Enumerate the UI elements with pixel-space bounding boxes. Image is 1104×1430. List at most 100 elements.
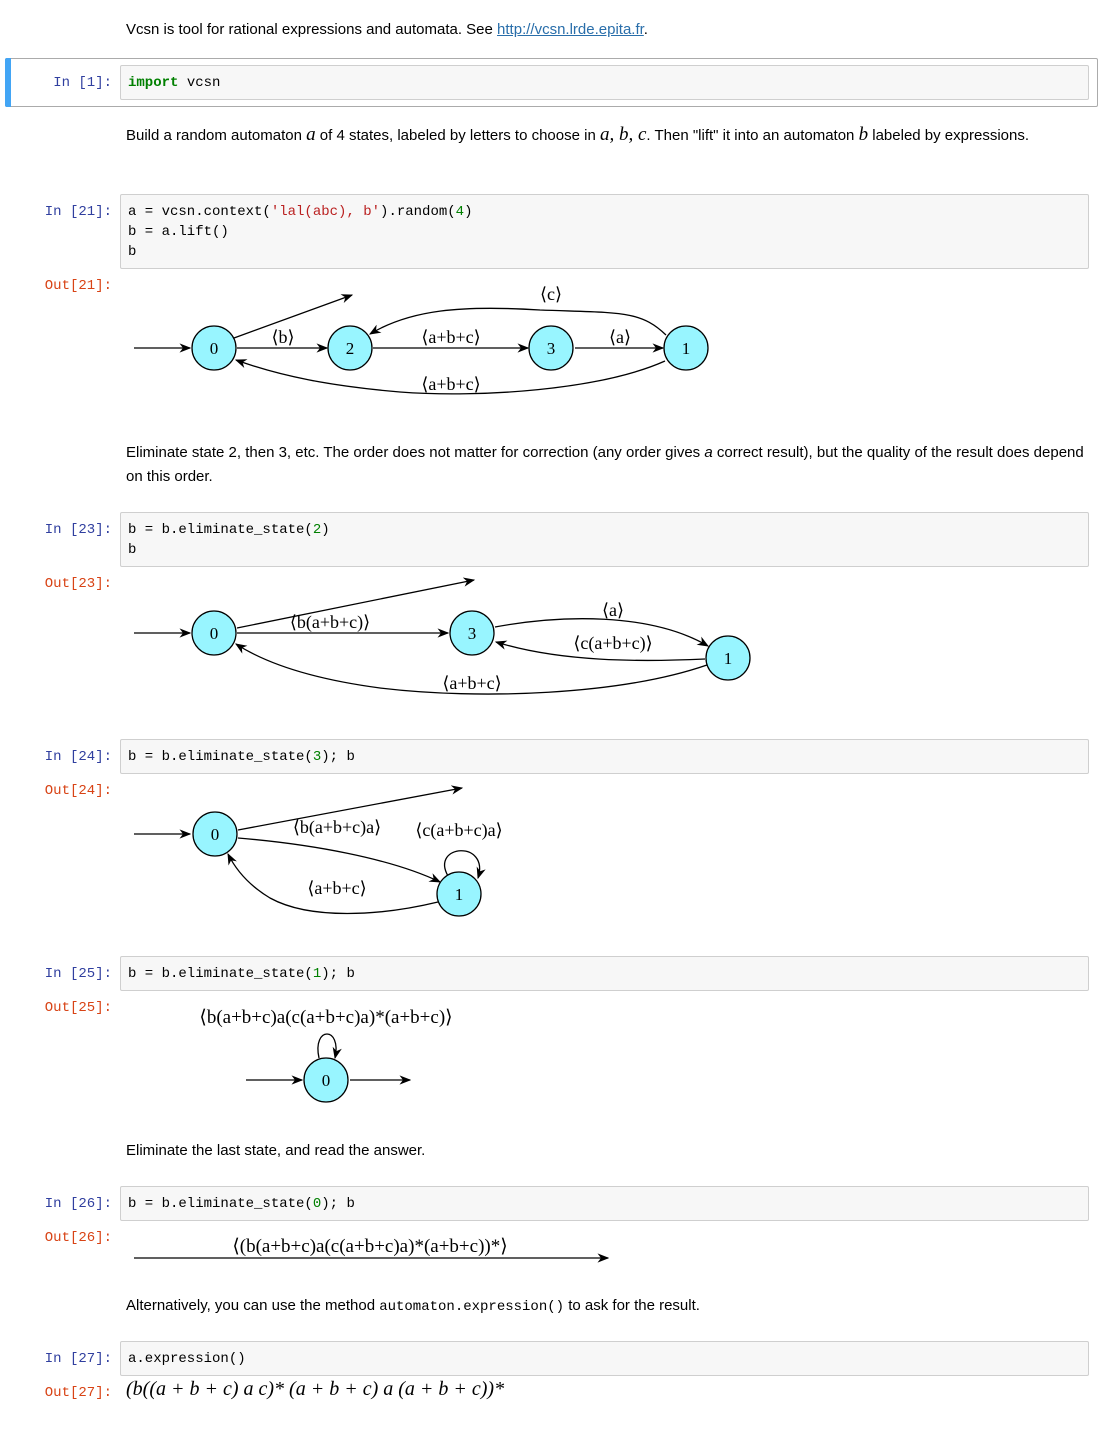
vcsn-link[interactable]: http://vcsn.lrde.epita.fr (497, 21, 644, 38)
code-input-1[interactable]: import vcsn (120, 65, 1089, 100)
letters: a, b, c (599, 124, 647, 145)
state-1: 1 (663, 325, 709, 371)
code-text: a.expression() (128, 1351, 246, 1367)
last-text: Eliminate the last state, and read the a… (126, 1142, 426, 1159)
edge-label: ⟨c(a+b+c)a⟩ (415, 820, 502, 841)
build-text: Build a random automaton a of 4 states, … (126, 123, 1076, 148)
state-3: 3 (528, 325, 574, 371)
edge-3-1 (494, 618, 710, 647)
edge-label: ⟨b(a+b+c)a⟩ (293, 817, 381, 838)
edge-label: ⟨a+b+c⟩ (442, 673, 501, 693)
edge-label: ⟨a+b+c⟩ (421, 374, 480, 394)
eliminate-text-1: Eliminate state 2, then 3, etc. The orde… (126, 444, 705, 461)
code-input-23[interactable]: b = b.eliminate_state(2) b (120, 512, 1089, 567)
automaton-graph-24: ⟨b(a+b+c)a⟩ ⟨c(a+b+c)a⟩ ⟨a+b+c⟩ 0 1 (134, 785, 503, 917)
prompt-in-24: In [24]: (44, 749, 112, 765)
state-1: 1 (436, 871, 482, 917)
final-arrow (236, 577, 476, 629)
code-input-25[interactable]: b = b.eliminate_state(1); b (120, 956, 1089, 991)
state-label: 1 (682, 339, 691, 358)
edge-1-0 (227, 852, 439, 915)
state-label: 1 (724, 649, 733, 668)
selected-cell-indicator (5, 58, 11, 107)
prompt-in-25: In [25]: (44, 966, 112, 982)
edge-1-3 (494, 640, 706, 662)
state-0: 0 (303, 1057, 349, 1103)
code-input-26[interactable]: b = b.eliminate_state(0); b (120, 1186, 1089, 1221)
var-b: b (858, 124, 869, 145)
final-arrow (233, 294, 354, 339)
state-0: 0 (191, 610, 237, 656)
edge-label: ⟨a⟩ (602, 600, 624, 620)
code-string: 'lal(abc), b' (270, 204, 381, 220)
edge-label: ⟨(b(a+b+c)a(c(a+b+c)a)*(a+b+c))*⟩ (232, 1236, 507, 1257)
automaton-graph-23: ⟨b(a+b+c)⟩ ⟨a⟩ ⟨c(a+b+c)⟩ ⟨a+b+c⟩ 0 3 1 (134, 577, 751, 695)
build-text-2: of 4 states, labeled by letters to choos… (315, 127, 600, 144)
automaton-graph-26: ⟨(b(a+b+c)a(c(a+b+c)a)*(a+b+c))*⟩ (134, 1236, 610, 1263)
build-text-1: Build a random automaton (126, 127, 307, 144)
state-label: 3 (468, 624, 477, 643)
state-0: 0 (192, 811, 238, 857)
state-1: 1 (705, 635, 751, 681)
edge-label: ⟨b(a+b+c)⟩ (290, 612, 370, 633)
prompt-in-1: In [1]: (53, 75, 112, 91)
expression-result: (b((a + b + c) a c)* (a + b + c) a (a + … (126, 1378, 505, 1400)
code-text: vcsn (178, 75, 221, 91)
edge-0-1 (237, 837, 442, 883)
code-input-21[interactable]: a = vcsn.context('lal(abc), b').random(4… (120, 194, 1089, 269)
state-label: 3 (547, 339, 556, 358)
edge-0-0 (317, 1033, 342, 1060)
state-2: 2 (327, 325, 373, 371)
automaton-graph-25: ⟨b(a+b+c)a(c(a+b+c)a)*(a+b+c)⟩ 0 (199, 1007, 453, 1103)
state-3: 3 (449, 610, 495, 656)
var-a: a (306, 124, 316, 145)
code-text: a = vcsn.context( (128, 204, 271, 220)
eliminate-text: Eliminate state 2, then 3, etc. The orde… (126, 441, 1086, 489)
edge-label: ⟨a⟩ (609, 327, 631, 347)
prompt-out-23: Out[23]: (44, 576, 112, 592)
edge-1-2 (368, 307, 667, 336)
keyword-import: import (128, 75, 179, 91)
code-input-27[interactable]: a.expression() (120, 1341, 1089, 1376)
code-text: b = b.eliminate_state( (128, 1196, 313, 1212)
code-text: b = b.eliminate_state( (128, 966, 313, 982)
prompt-in-23: In [23]: (44, 522, 112, 538)
state-label: 0 (211, 825, 220, 844)
code-number: 0 (312, 1196, 322, 1212)
code-text: b = b.eliminate_state( (128, 522, 313, 538)
prompt-out-21: Out[21]: (44, 278, 112, 294)
build-text-4: labeled by expressions. (868, 127, 1030, 144)
state-label: 1 (455, 885, 464, 904)
inline-code: automaton.expression() (379, 1299, 565, 1315)
prompt-out-27: Out[27]: (44, 1385, 112, 1401)
prompt-out-24: Out[24]: (44, 783, 112, 799)
code-text: b = a.lift() (128, 224, 229, 240)
code-text: ) (321, 522, 330, 538)
code-text: b (128, 244, 137, 260)
state-label: 2 (346, 339, 355, 358)
edge-1-1 (444, 850, 486, 880)
eliminate-text-2: correct result), but the quality of the … (126, 444, 1084, 485)
code-text: ); b (321, 966, 355, 982)
state-label: 0 (210, 624, 219, 643)
code-text: ) (464, 204, 473, 220)
code-input-24[interactable]: b = b.eliminate_state(3); b (120, 739, 1089, 774)
edge-label: ⟨b⟩ (271, 327, 294, 347)
prompt-in-26: In [26]: (44, 1196, 112, 1212)
edge-1-0 (234, 359, 666, 395)
code-number: 2 (312, 522, 322, 538)
edge-label: ⟨a+b+c⟩ (421, 327, 480, 347)
code-text: b = b.eliminate_state( (128, 749, 313, 765)
state-0: 0 (191, 325, 237, 371)
alternative-text-1: Alternatively, you can use the method (126, 1297, 380, 1314)
intro-text-end: . (643, 21, 648, 38)
prompt-out-26: Out[26]: (44, 1230, 112, 1246)
state-label: 0 (210, 339, 219, 358)
code-number: 1 (312, 966, 322, 982)
alternative-text-2: to ask for the result. (564, 1297, 700, 1314)
state-label: 0 (322, 1071, 331, 1090)
edge-1-0 (235, 643, 708, 695)
selected-cell[interactable] (5, 58, 1098, 107)
prompt-in-21: In [21]: (44, 204, 112, 220)
build-text-3: . Then "lift" it into an automaton (646, 127, 859, 144)
